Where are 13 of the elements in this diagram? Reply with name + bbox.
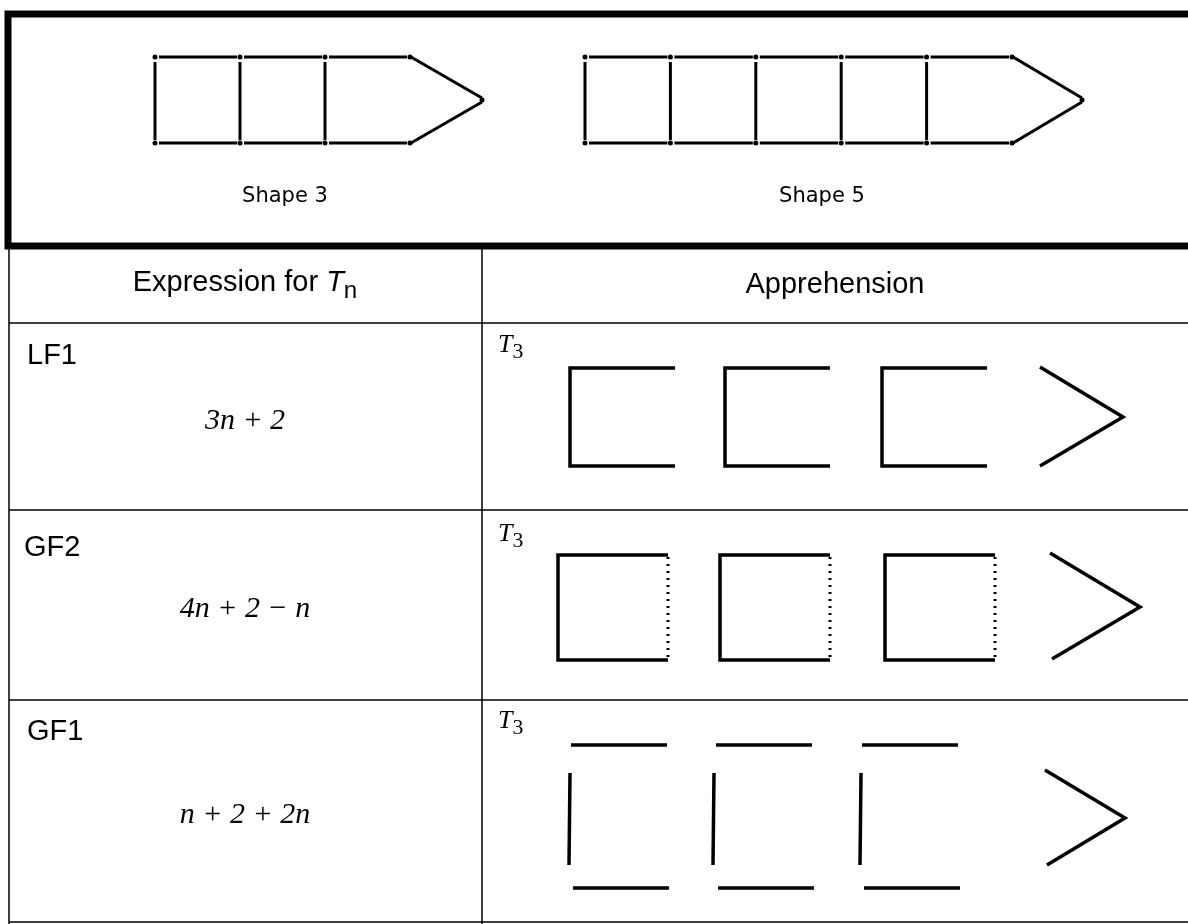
row-label: GF2 <box>24 530 81 564</box>
shape-caption: Shape 3 <box>242 183 328 208</box>
column-header: Apprehension <box>745 267 925 301</box>
expression-text: 4n + 2 − n <box>179 590 311 625</box>
row-label: GF1 <box>27 714 84 748</box>
column-header: Expression for T$_{n}$ <box>132 265 358 304</box>
term-label: T$_{3}$ <box>498 705 524 741</box>
shape-caption: Shape 5 <box>779 183 865 208</box>
expression-text: n + 2 + 2n <box>179 796 311 831</box>
expression-text: 3n + 2 <box>204 402 286 437</box>
term-label: T$_{3}$ <box>498 518 524 554</box>
term-label: T$_{3}$ <box>498 329 524 365</box>
row-label: LF1 <box>27 338 77 372</box>
